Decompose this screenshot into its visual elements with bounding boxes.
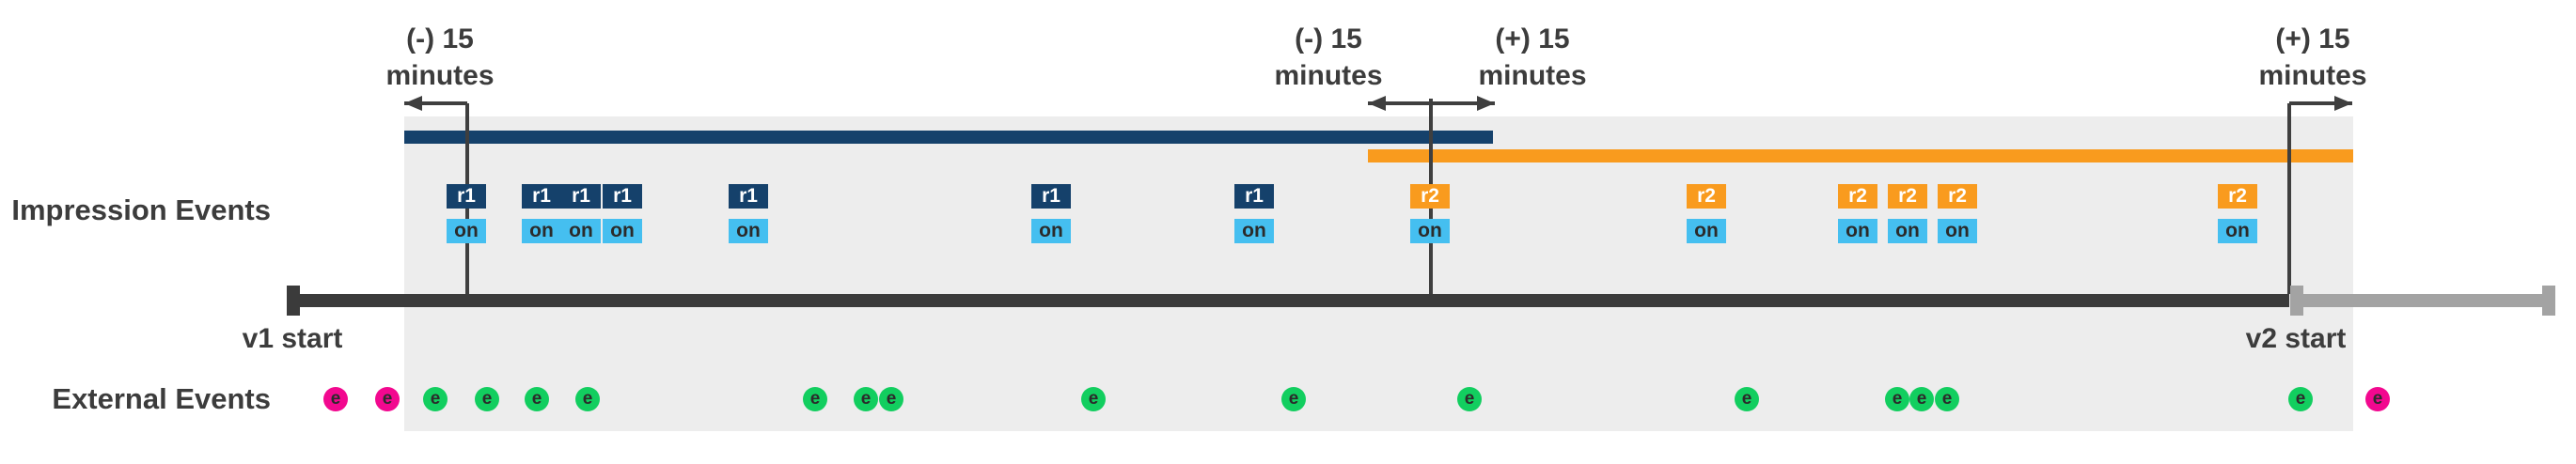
external-event-dot-green: e (1081, 387, 1106, 411)
external-event-dot-pink: e (323, 387, 348, 411)
impression-event-r1-badge: r1 (561, 184, 601, 209)
impression-event-on-badge: on (729, 219, 768, 243)
minus-offset-arrow-line (404, 101, 467, 105)
arrow-head-left-icon (1368, 96, 1386, 111)
offset-annotation-line1: (-) 15 (1295, 23, 1362, 54)
offset-annotation-label-3: (+) 15 minutes (1478, 21, 1586, 94)
external-event-dot-green: e (1885, 387, 1909, 411)
external-event-dot-green: e (1935, 387, 1959, 411)
offset-annotation-line1: (-) 15 (406, 23, 474, 54)
offset-annotation-label-2: (-) 15 minutes (1274, 21, 1382, 94)
impression-event-r1-badge: r1 (447, 184, 486, 209)
offset-annotation-line1: (+) 15 (1495, 23, 1570, 54)
external-event-dot-green: e (1909, 387, 1934, 411)
double-offset-arrow-line (1368, 101, 1495, 105)
impression-event-on-badge: on (2218, 219, 2257, 243)
impression-event-r2-badge: r2 (1410, 184, 1450, 209)
external-event-dot-pink: e (375, 387, 400, 411)
external-event-dot-green: e (879, 387, 903, 411)
plus-offset-arrow-line (2289, 101, 2352, 105)
timeline-v2-start-cap (2290, 286, 2303, 316)
arrow-head-right-icon (2334, 96, 2352, 111)
impression-event-r1-badge: r1 (729, 184, 768, 209)
external-event-dot-green: e (1457, 387, 1482, 411)
external-event-dot-green: e (525, 387, 549, 411)
offset-annotation-label-1: (-) 15 minutes (385, 21, 494, 94)
external-event-dot-green: e (1281, 387, 1306, 411)
offset-annotation-line2: minutes (385, 60, 495, 91)
reference-line-3 (2287, 103, 2291, 294)
impression-event-on-badge: on (1687, 219, 1726, 243)
external-event-dot-green: e (803, 387, 827, 411)
timeline-v2-segment (2297, 294, 2549, 307)
impression-event-on-badge: on (1838, 219, 1877, 243)
impression-events-row-label: Impression Events (11, 193, 271, 226)
impression-event-r2-badge: r2 (2218, 184, 2257, 209)
external-event-dot-pink: e (2365, 387, 2390, 411)
external-event-dot-green: e (423, 387, 448, 411)
timeline-v1-segment (291, 294, 2289, 307)
impression-event-r2-badge: r2 (1888, 184, 1927, 209)
impression-event-on-badge: on (522, 219, 561, 243)
v1-start-label: v1 start (242, 323, 343, 354)
impression-event-on-badge: on (603, 219, 642, 243)
timeline-v1-start-cap (287, 286, 300, 316)
impression-event-r1-badge: r1 (603, 184, 642, 209)
offset-annotation-line2: minutes (2258, 60, 2367, 91)
external-event-dot-green: e (575, 387, 600, 411)
arrow-head-right-icon (1477, 96, 1495, 111)
offset-annotation-label-4: (+) 15 minutes (2258, 21, 2366, 94)
v1-coverage-bar (404, 131, 1493, 144)
impression-event-on-badge: on (447, 219, 486, 243)
impression-event-on-badge: on (561, 219, 601, 243)
impression-event-r2-badge: r2 (1687, 184, 1726, 209)
external-event-dot-green: e (1735, 387, 1759, 411)
external-events-row-label: External Events (52, 382, 271, 415)
impression-event-on-badge: on (1410, 219, 1450, 243)
impression-event-on-badge: on (1938, 219, 1977, 243)
arrow-head-left-icon (404, 96, 422, 111)
impression-event-r1-badge: r1 (1031, 184, 1071, 209)
offset-annotation-line2: minutes (1274, 60, 1383, 91)
impression-event-on-badge: on (1031, 219, 1071, 243)
impression-event-r1-badge: r1 (522, 184, 561, 209)
v2-coverage-bar (1368, 149, 2353, 162)
offset-annotation-line2: minutes (1478, 60, 1587, 91)
external-event-dot-green: e (475, 387, 499, 411)
impression-event-r2-badge: r2 (1838, 184, 1877, 209)
impression-event-on-badge: on (1234, 219, 1274, 243)
v2-start-label: v2 start (2245, 323, 2347, 354)
impression-event-r2-badge: r2 (1938, 184, 1977, 209)
analysis-window-background (404, 116, 2353, 431)
external-event-dot-green: e (854, 387, 878, 411)
impression-event-r1-badge: r1 (1234, 184, 1274, 209)
impression-event-on-badge: on (1888, 219, 1927, 243)
offset-annotation-line1: (+) 15 (2275, 23, 2350, 54)
timeline-v2-end-cap (2542, 286, 2555, 316)
external-event-dot-green: e (2288, 387, 2313, 411)
